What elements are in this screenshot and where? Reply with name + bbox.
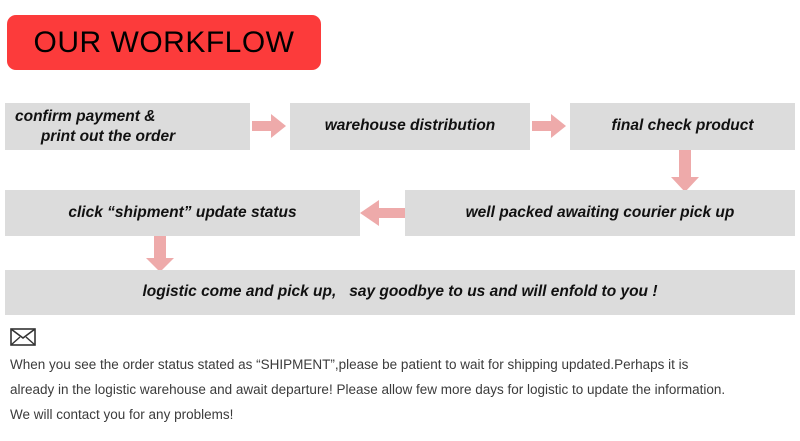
flow-step-label: well packed awaiting courier pick up: [465, 203, 735, 221]
arrow-right-confirm-to-warehouse: [252, 112, 286, 140]
flow-step-label: click “shipment” update status: [68, 203, 297, 221]
flow-step-click-shipment: click “shipment” update status: [5, 190, 360, 236]
note-line: When you see the order status stated as …: [10, 357, 689, 372]
flow-step-logistic-pickup: logistic come and pick up, say goodbye t…: [5, 270, 795, 315]
page-title: OUR WORKFLOW: [33, 25, 295, 59]
shipping-note: When you see the order status stated as …: [10, 352, 792, 427]
title-banner: OUR WORKFLOW: [7, 15, 321, 70]
arrow-down-final-to-packed: [668, 150, 702, 192]
flow-step-well-packed: well packed awaiting courier pick up: [405, 190, 795, 236]
envelope-icon: [10, 328, 36, 346]
arrow-down-click-to-logistic: [143, 236, 177, 272]
flow-step-confirm-payment: confirm payment & print out the order: [5, 103, 250, 150]
flow-step-label: confirm payment & print out the order: [15, 108, 176, 145]
flow-step-label: logistic come and pick up, say goodbye t…: [142, 283, 658, 301]
note-line: We will contact you for any problems!: [10, 407, 234, 422]
arrow-right-warehouse-to-final: [532, 112, 566, 140]
flow-step-label: final check product: [611, 117, 754, 135]
flow-step-final-check-product: final check product: [570, 103, 795, 150]
note-line: already in the logistic warehouse and aw…: [10, 382, 726, 397]
arrow-left-packed-to-click: [360, 198, 406, 228]
flow-step-warehouse-distribution: warehouse distribution: [290, 103, 530, 150]
flow-step-label: warehouse distribution: [324, 117, 496, 135]
